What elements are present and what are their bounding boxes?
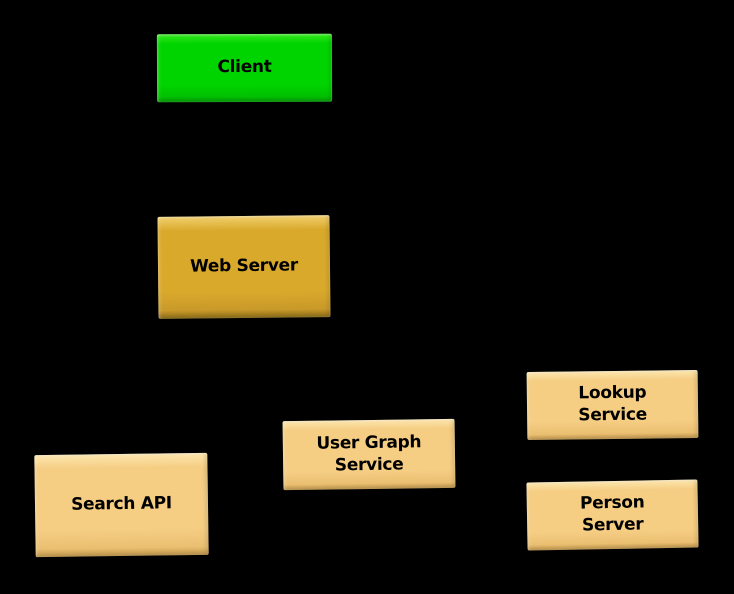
node-person-server-label: Person Server xyxy=(579,492,645,536)
node-person-server: Person Server xyxy=(526,479,699,551)
node-search-api-label: Search API xyxy=(71,493,172,515)
node-user-graph-service-label: User Graph Service xyxy=(316,432,422,475)
node-lookup-service-label: Lookup Service xyxy=(578,382,648,426)
node-web-server-label: Web Server xyxy=(189,255,299,277)
node-search-api: Search API xyxy=(34,452,209,558)
node-client-label: Client xyxy=(217,57,272,78)
node-lookup-service: Lookup Service xyxy=(526,369,699,441)
node-web-server: Web Server xyxy=(157,215,331,319)
node-user-graph-service: User Graph Service xyxy=(282,418,456,491)
node-client: Client xyxy=(156,33,333,103)
